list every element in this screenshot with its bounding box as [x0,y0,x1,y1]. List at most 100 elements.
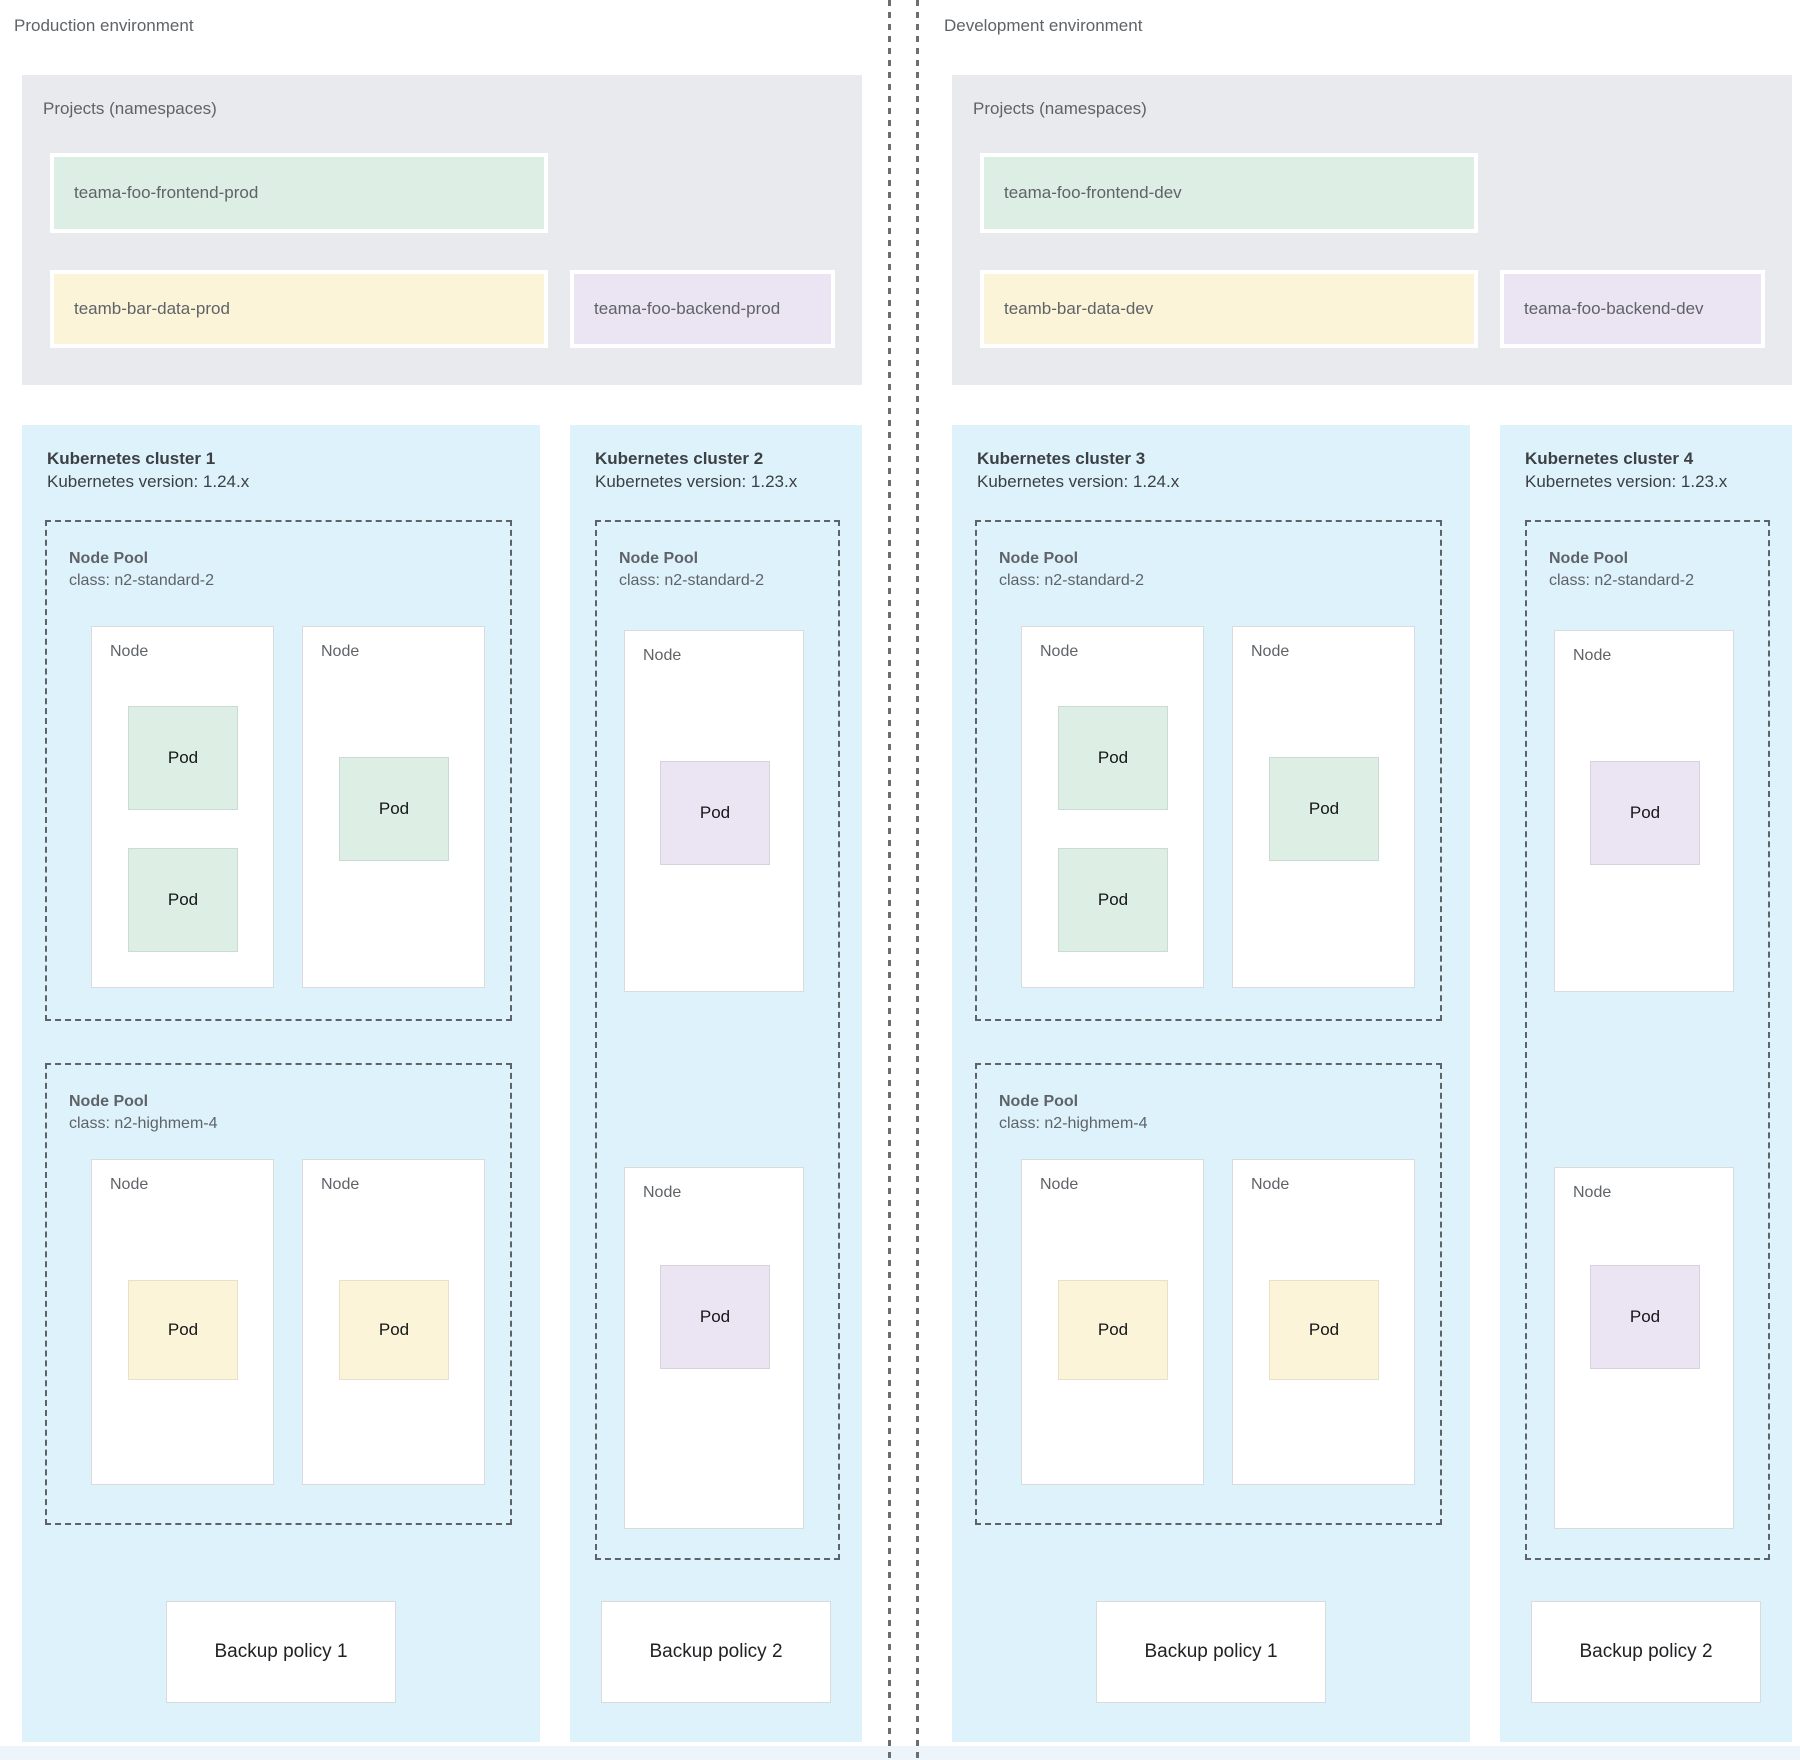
cluster-box: Kubernetes cluster 1 Kubernetes version: … [22,425,540,1742]
namespace-box-purple: teama-foo-backend-prod [570,270,835,348]
bottom-band [0,1746,1800,1760]
node-label: Node [1040,643,1079,660]
namespace-label: teamb-bar-data-dev [1004,299,1154,318]
projects-label: Projects (namespaces) [43,99,217,118]
namespace-label: teamb-bar-data-prod [74,299,230,318]
node-label: Node [643,647,682,664]
backup-policy-box: Backup policy 2 [1531,1601,1761,1703]
node-label: Node [1251,1176,1290,1193]
node-label: Node [1040,1176,1079,1193]
cluster-title: Kubernetes cluster 4 [1525,449,1694,468]
namespace-box-green: teama-foo-frontend-prod [50,153,548,233]
node-pool-header: Node Pool class: n2-standard-2 [619,548,764,592]
backup-policy-box: Backup policy 2 [601,1601,831,1703]
pod-box-green: Pod [1058,706,1168,810]
pod-box-green: Pod [339,757,449,861]
pod-box-yellow: Pod [1058,1280,1168,1380]
cluster-header: Kubernetes cluster 1 Kubernetes version: … [47,447,249,493]
pod-box-green: Pod [128,848,238,952]
node-pool-label: Node Pool [999,550,1079,567]
node-label: Node [1251,643,1290,660]
namespace-box-green: teama-foo-frontend-dev [980,153,1478,233]
node-pool-class: class: n2-highmem-4 [69,1115,218,1132]
node-label: Node [321,1176,360,1193]
namespace-label: teama-foo-backend-prod [594,299,781,318]
namespace-box-yellow: teamb-bar-data-dev [980,270,1478,348]
node-label: Node [1573,1184,1612,1201]
cluster-title: Kubernetes cluster 1 [47,449,216,468]
node-label: Node [643,1184,682,1201]
environment-divider-line-left [888,0,891,1760]
backup-policy-box: Backup policy 1 [166,1601,396,1703]
environment-divider-line-right [916,0,919,1760]
projects-label: Projects (namespaces) [973,99,1147,118]
node-pool-class: class: n2-standard-2 [999,572,1144,589]
pod-box-green: Pod [1269,757,1379,861]
node-pool-label: Node Pool [999,1093,1079,1110]
node-pool-class: class: n2-highmem-4 [999,1115,1148,1132]
namespace-label: teama-foo-frontend-prod [74,183,259,202]
cluster-version: Kubernetes version: 1.23.x [595,472,798,491]
node-pool-label: Node Pool [69,1093,149,1110]
pod-box-green: Pod [128,706,238,810]
pod-box-yellow: Pod [1269,1280,1379,1380]
cluster-header: Kubernetes cluster 4 Kubernetes version: … [1525,447,1727,493]
node-label: Node [110,643,149,660]
cluster-box: Kubernetes cluster 2 Kubernetes version: … [570,425,862,1742]
namespace-label: teama-foo-frontend-dev [1004,183,1182,202]
node-label: Node [321,643,360,660]
node-pool-header: Node Pool class: n2-standard-2 [69,548,214,592]
node-label: Node [1573,647,1612,664]
namespace-box-yellow: teamb-bar-data-prod [50,270,548,348]
node-label: Node [110,1176,149,1193]
node-pool-label: Node Pool [619,550,699,567]
pod-box-yellow: Pod [128,1280,238,1380]
cluster-version: Kubernetes version: 1.24.x [47,472,250,491]
pod-box-purple: Pod [660,1265,770,1369]
pod-box-purple: Pod [1590,761,1700,865]
node-pool-header: Node Pool class: n2-standard-2 [999,548,1144,592]
node-pool-class: class: n2-standard-2 [69,572,214,589]
pod-box-yellow: Pod [339,1280,449,1380]
cluster-version: Kubernetes version: 1.23.x [1525,472,1728,491]
namespace-label: teama-foo-backend-dev [1524,299,1704,318]
cluster-box: Kubernetes cluster 4 Kubernetes version: … [1500,425,1792,1742]
pod-box-green: Pod [1058,848,1168,952]
environment-title: Production environment [14,16,194,35]
pod-box-purple: Pod [660,761,770,865]
environment-title: Development environment [944,16,1143,35]
projects-box: Projects (namespaces) teama-foo-frontend-… [952,75,1792,385]
node-pool-label: Node Pool [1549,550,1629,567]
node-pool-header: Node Pool class: n2-highmem-4 [69,1091,218,1135]
backup-policy-box: Backup policy 1 [1096,1601,1326,1703]
cluster-title: Kubernetes cluster 2 [595,449,764,468]
node-pool-label: Node Pool [69,550,149,567]
node-pool-header: Node Pool class: n2-highmem-4 [999,1091,1148,1135]
cluster-header: Kubernetes cluster 2 Kubernetes version: … [595,447,797,493]
namespace-box-purple: teama-foo-backend-dev [1500,270,1765,348]
cluster-title: Kubernetes cluster 3 [977,449,1146,468]
node-pool-class: class: n2-standard-2 [619,572,764,589]
